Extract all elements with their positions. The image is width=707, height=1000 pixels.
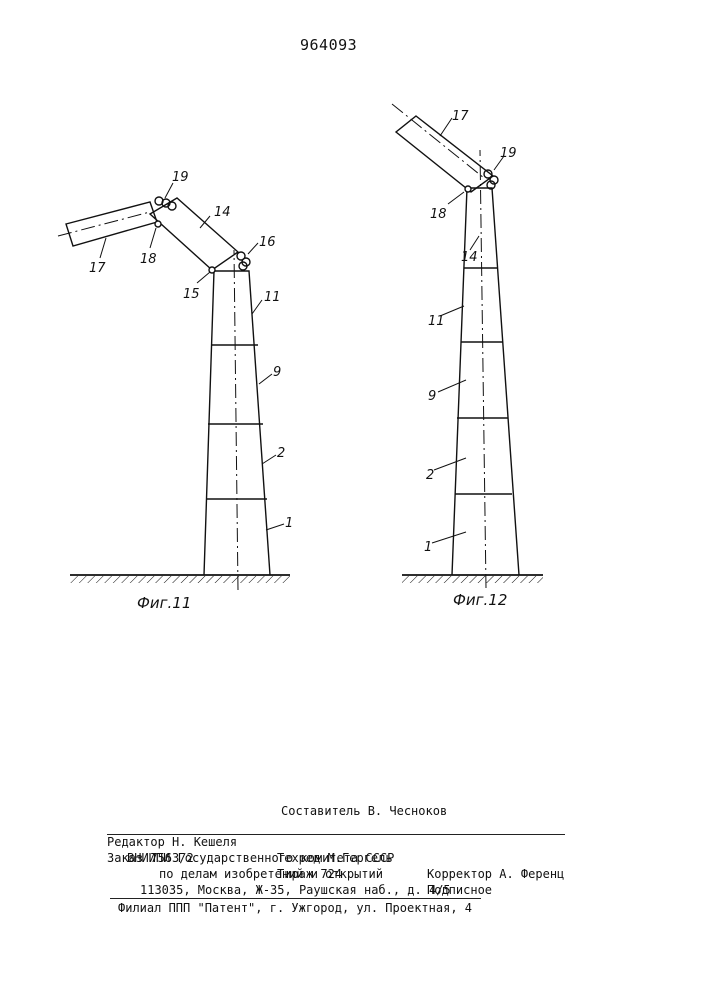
figure-12 <box>392 104 543 588</box>
fig11-label-17: 17 <box>89 261 106 276</box>
fig11-label-15: 15 <box>183 287 200 302</box>
fig11-label-16: 16 <box>259 235 276 250</box>
fig12-label-11: 11 <box>428 314 445 329</box>
section-17 <box>396 116 493 192</box>
fig11-label-11: 11 <box>264 290 281 305</box>
order-row: Заказ 7563/2 Тираж 724 Подписное <box>107 834 565 850</box>
tower-axis <box>234 250 238 590</box>
tower-axis <box>480 150 486 588</box>
editors-row: Редактор Н. Кешеля Техред М.Гергель Корр… <box>107 818 565 835</box>
fig11-label-14: 14 <box>214 205 231 220</box>
section-17 <box>66 202 157 246</box>
fig11-label-9: 9 <box>273 365 281 380</box>
address-line: 113035, Москва, Ж-35, Раушская наб., д. … <box>110 882 481 899</box>
branch-line: Филиал ППП "Патент", г. Ужгород, ул. Про… <box>118 900 472 916</box>
fig12-label-17: 17 <box>452 109 469 124</box>
fig12-label-2: 2 <box>426 468 434 483</box>
fig12-label-18: 18 <box>430 207 447 222</box>
corrector: Корректор А. Ференц <box>427 866 564 882</box>
figure-11 <box>58 183 290 590</box>
compiler-line: Составитель В. Чесноков <box>281 803 447 819</box>
fig11-label-2: 2 <box>277 446 285 461</box>
fig12-label-1: 1 <box>424 540 432 555</box>
ground-hatch <box>70 576 290 583</box>
fig12-label-9: 9 <box>428 389 436 404</box>
fig11-label-19: 19 <box>172 170 189 185</box>
org-line-2: по делам изобретений и открытий <box>159 866 383 882</box>
ground-hatch <box>402 576 543 583</box>
fig12-label-19: 19 <box>500 146 517 161</box>
fig12-label-14: 14 <box>461 250 478 265</box>
fig11-label-18: 18 <box>140 252 157 267</box>
fig12-caption: Фиг.12 <box>453 591 507 609</box>
fig11-caption: Фиг.11 <box>137 594 191 612</box>
org-line-1: ВНИИПИ Государственного комитета СССР <box>127 850 394 866</box>
fig11-label-1: 1 <box>285 516 293 531</box>
